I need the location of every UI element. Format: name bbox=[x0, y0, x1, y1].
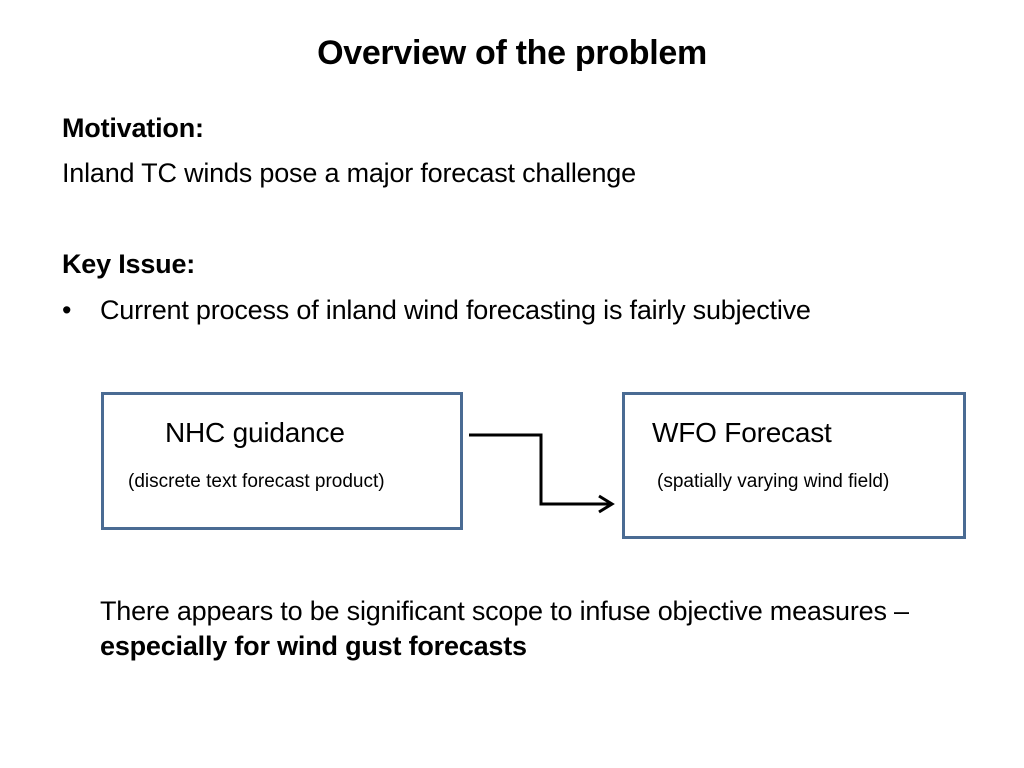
key-issue-bullet: • Current process of inland wind forecas… bbox=[62, 293, 922, 327]
wfo-forecast-box: WFO Forecast (spatially varying wind fie… bbox=[622, 392, 966, 539]
bullet-icon: • bbox=[62, 295, 72, 325]
nhc-guidance-box: NHC guidance (discrete text forecast pro… bbox=[101, 392, 463, 530]
slide-title: Overview of the problem bbox=[317, 34, 707, 72]
conclusion-plain: There appears to be significant scope to… bbox=[100, 596, 909, 626]
conclusion-emphasis: especially for wind gust forecasts bbox=[100, 631, 527, 661]
key-issue-heading: Key Issue: bbox=[62, 249, 196, 279]
motivation-heading: Motivation: bbox=[62, 113, 204, 143]
wfo-forecast-subtitle: (spatially varying wind field) bbox=[657, 471, 890, 492]
elbow-arrow-icon bbox=[469, 433, 615, 514]
key-issue-bullet-text: Current process of inland wind forecasti… bbox=[100, 295, 811, 325]
motivation-text: Inland TC winds pose a major forecast ch… bbox=[62, 158, 636, 188]
wfo-forecast-title: WFO Forecast bbox=[652, 417, 832, 448]
conclusion-text: There appears to be significant scope to… bbox=[100, 594, 1000, 664]
nhc-guidance-title: NHC guidance bbox=[165, 417, 345, 448]
nhc-guidance-subtitle: (discrete text forecast product) bbox=[128, 471, 385, 492]
